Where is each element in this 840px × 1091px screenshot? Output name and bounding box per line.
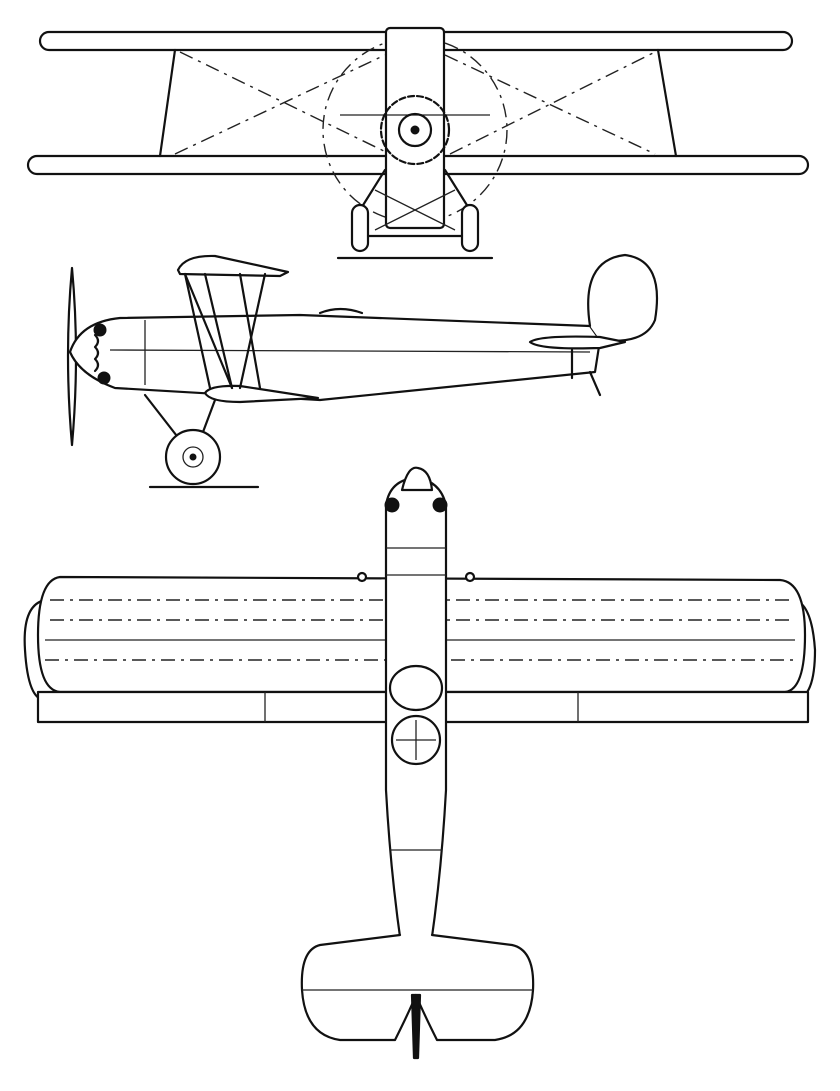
front-strut-right	[656, 48, 678, 158]
side-upper-wing	[176, 254, 290, 278]
side-lower-wing	[203, 384, 320, 404]
propeller-disc	[322, 37, 508, 223]
top-view	[23, 466, 817, 1060]
top-rudder	[410, 993, 422, 1060]
top-cabane-fairing	[388, 664, 444, 712]
side-fuselage	[68, 313, 602, 402]
front-strut-left	[158, 48, 177, 158]
front-wheel-right	[460, 203, 480, 253]
front-view	[26, 26, 810, 260]
side-tail-fin	[587, 253, 659, 342]
side-view	[66, 253, 659, 489]
engine-cowling	[379, 94, 451, 166]
front-wheel-left	[350, 203, 370, 253]
side-stabilizer	[528, 335, 627, 350]
